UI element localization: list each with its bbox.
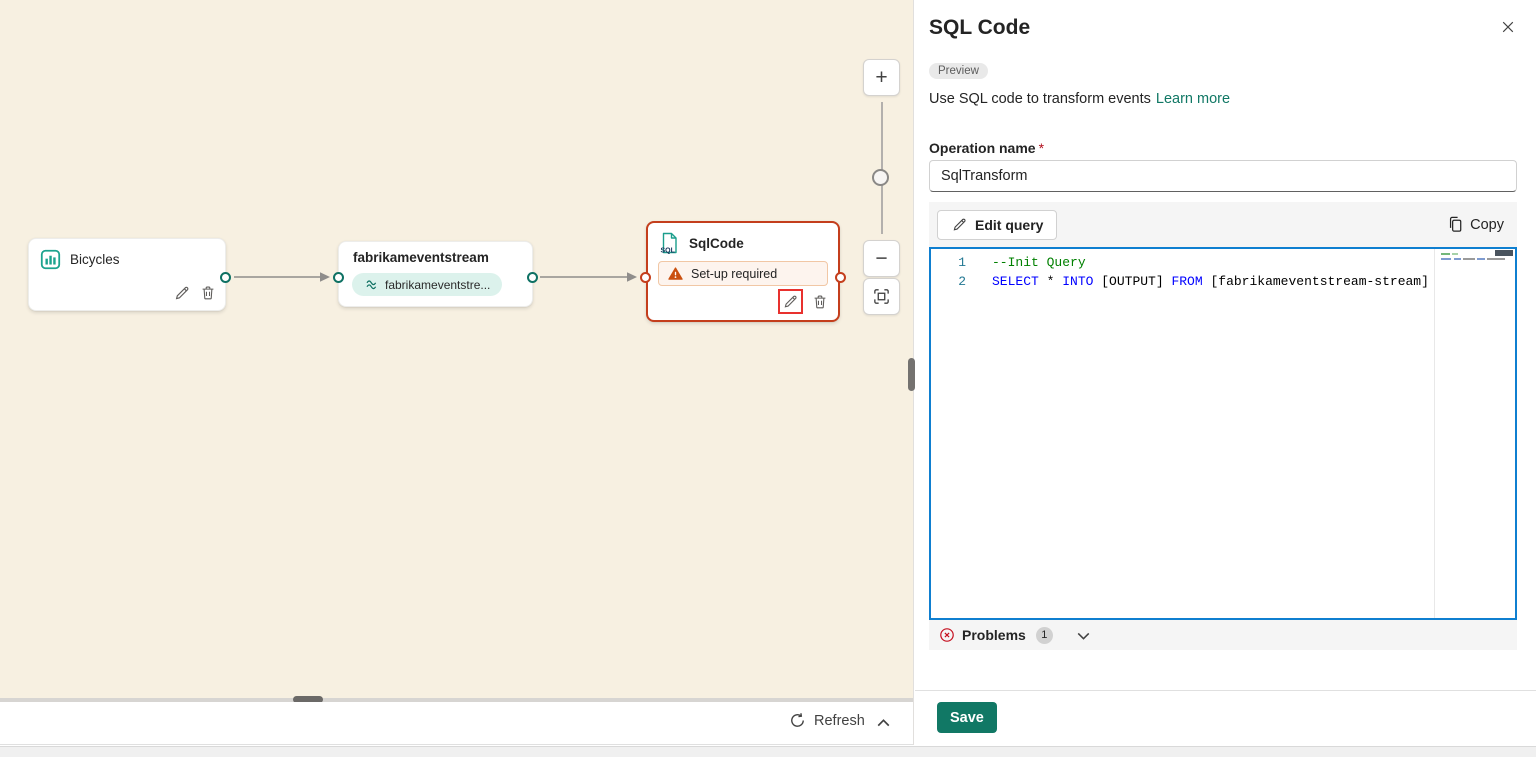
problems-bar[interactable]: Problems 1	[929, 620, 1517, 650]
node-eventstream[interactable]: fabrikameventstream fabrikameventstre...	[333, 241, 538, 307]
query-toolbar: Edit query Copy	[929, 202, 1517, 247]
annotation-highlight	[778, 289, 803, 314]
eventstream-canvas[interactable]: Bicycles fabrikameventstream	[0, 0, 915, 745]
setup-required-label: Set-up required	[691, 266, 778, 281]
error-icon	[939, 627, 955, 643]
edge-arrows	[234, 272, 637, 282]
fit-view-icon	[872, 287, 891, 306]
canvas-horizontal-scrollbar[interactable]	[0, 698, 913, 702]
save-button[interactable]: Save	[937, 702, 997, 733]
refresh-button[interactable]: Refresh	[789, 712, 865, 729]
node-title: fabrikameventstream	[353, 250, 489, 265]
panel-title: SQL Code	[929, 16, 1031, 39]
stream-icon	[364, 277, 379, 292]
sql-document-icon: SQL	[658, 231, 680, 255]
zoom-in-icon: +	[875, 65, 888, 89]
warning-icon	[668, 266, 683, 281]
canvas-horizontal-scrollbar-thumb[interactable]	[293, 696, 323, 703]
zoom-slider-track[interactable]	[881, 102, 883, 234]
collapse-panel-button[interactable]	[874, 714, 893, 733]
node-sqlcode[interactable]: SQL SqlCode Set-up required	[640, 221, 846, 322]
line-number: 2	[958, 274, 966, 289]
learn-more-link[interactable]: Learn more	[1155, 91, 1231, 107]
fit-view-button[interactable]	[863, 278, 900, 315]
refresh-icon	[789, 712, 806, 729]
sql-code-editor[interactable]: 1 2 --Init Query SELECT * INTO [OUTPUT] …	[929, 247, 1517, 620]
stream-pill-label: fabrikameventstre...	[385, 277, 491, 292]
code-line-2: SELECT * INTO [OUTPUT] FROM [fabrikameve…	[992, 274, 1429, 289]
svg-text:SQL: SQL	[661, 248, 676, 255]
code-line-1: --Init Query	[992, 255, 1086, 270]
connector-output-sqlcode[interactable]	[835, 272, 846, 283]
required-asterisk: *	[1038, 140, 1045, 156]
zoom-out-button[interactable]: −	[863, 240, 900, 277]
connector-input-sqlcode[interactable]	[640, 272, 651, 283]
close-icon	[1500, 19, 1516, 35]
minimap-separator	[1434, 249, 1435, 618]
delete-node-button[interactable]	[199, 284, 217, 302]
bottom-strip	[0, 746, 1536, 757]
edit-node-button[interactable]	[782, 293, 799, 310]
bar-chart-icon	[40, 249, 61, 270]
zoom-slider-handle[interactable]	[872, 169, 889, 186]
chevron-up-icon	[874, 714, 893, 733]
chevron-down-icon	[1074, 626, 1093, 645]
connector-input-eventstream[interactable]	[333, 272, 344, 283]
delete-node-button[interactable]	[811, 293, 829, 311]
node-title: SqlCode	[689, 235, 744, 251]
connector-output-bicycles[interactable]	[220, 272, 231, 283]
line-number: 1	[958, 255, 966, 270]
edit-icon	[951, 216, 968, 233]
problems-count-badge: 1	[1035, 626, 1053, 644]
sql-code-panel: SQL Code Preview Use SQL code to transfo…	[915, 0, 1536, 746]
preview-badge: Preview	[929, 63, 988, 79]
refresh-label: Refresh	[814, 712, 865, 729]
setup-required-badge: Set-up required	[658, 261, 828, 286]
copy-icon	[1446, 215, 1465, 234]
stream-pill[interactable]: fabrikameventstre...	[352, 273, 503, 296]
operation-name-label: Operation name*	[929, 140, 1045, 156]
expand-problems-button[interactable]	[1074, 626, 1093, 645]
edit-node-button[interactable]	[173, 284, 191, 302]
node-bicycles[interactable]: Bicycles	[28, 238, 231, 311]
connector-output-eventstream[interactable]	[527, 272, 538, 283]
canvas-viewport[interactable]: Bicycles fabrikameventstream	[0, 0, 913, 703]
zoom-out-icon: −	[875, 246, 888, 270]
canvas-footer: Refresh	[0, 702, 913, 745]
close-panel-button[interactable]	[1495, 14, 1521, 40]
editor-scrollbar-thumb[interactable]	[1495, 250, 1513, 256]
edit-query-button[interactable]: Edit query	[937, 209, 1058, 240]
canvas-vertical-scrollbar-thumb[interactable]	[908, 358, 915, 391]
copy-button[interactable]: Copy	[1446, 215, 1504, 234]
operation-name-input[interactable]	[929, 160, 1517, 192]
panel-divider	[915, 690, 1536, 691]
problems-label: Problems	[962, 627, 1026, 643]
zoom-in-button[interactable]: +	[863, 59, 900, 96]
node-title: Bicycles	[70, 252, 120, 267]
